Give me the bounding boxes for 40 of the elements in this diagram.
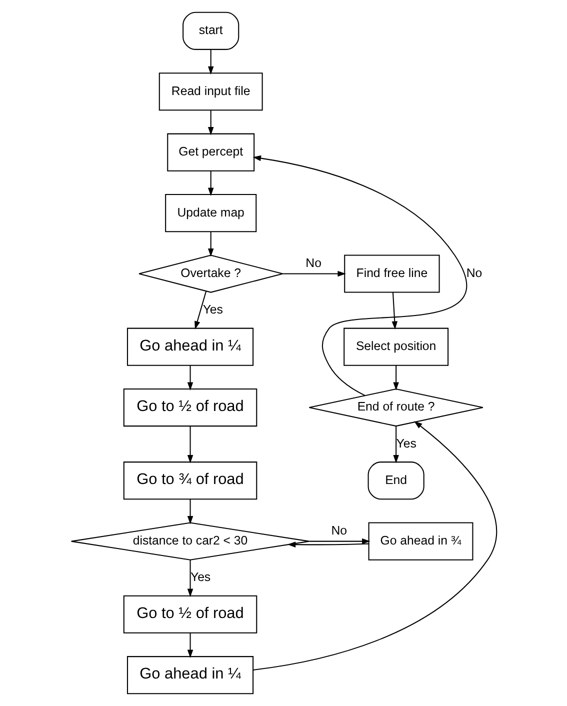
node-diamond: End of route ?: [308, 388, 483, 427]
node-diamond: distance to car2 < 30: [70, 522, 310, 560]
node-box: End: [367, 462, 424, 500]
arrow: [207, 50, 214, 75]
arrow: [392, 365, 398, 390]
arrow: [392, 426, 398, 464]
node-box: Go to ½ of road: [122, 595, 257, 634]
node-box: Find free line: [344, 254, 440, 293]
arrow: [308, 538, 370, 544]
arrow: [186, 560, 193, 598]
node-box: Go ahead in ¼: [126, 328, 254, 366]
edge-label: Yes: [396, 436, 416, 450]
arrow: [282, 270, 346, 277]
node-box: Read input file: [158, 72, 262, 111]
edge-label: No: [466, 266, 482, 280]
edge-label: Yes: [190, 570, 210, 584]
node-box: Select position: [343, 328, 448, 366]
arrow: [186, 365, 193, 390]
node-box: Go ahead in ¼: [126, 656, 254, 694]
arrow: [207, 170, 214, 196]
node-box: Go to ¾ of road: [122, 462, 257, 500]
arrow: [186, 499, 193, 524]
edge-label: No: [330, 524, 346, 538]
node-box: Get percept: [166, 133, 254, 172]
edge-label: No: [305, 256, 321, 270]
node-diamond: Overtake ?: [138, 254, 283, 293]
arrow: [194, 291, 206, 330]
arrow: [207, 110, 214, 136]
node-box: Go to ½ of road: [122, 388, 257, 427]
edge-label: Yes: [202, 302, 222, 316]
arrow: [186, 633, 193, 658]
node-box: Go ahead in ¾: [368, 522, 473, 560]
arrow: [252, 421, 496, 670]
node-box: Update map: [164, 194, 256, 232]
arrow: [186, 426, 193, 464]
node-box: start: [182, 12, 239, 50]
arrow: [391, 292, 398, 330]
arrow: [207, 232, 214, 257]
arrow: [252, 155, 466, 396]
arrow: [286, 542, 368, 548]
